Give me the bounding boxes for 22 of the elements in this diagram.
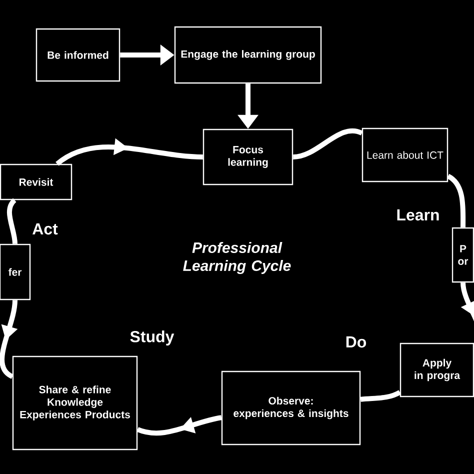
process-box: Share & refine Knowledge Experiences Products — [12, 356, 138, 450]
stage-label: Study — [130, 330, 174, 346]
process-box: Observe: experiences & insights — [221, 370, 361, 446]
process-box: Engage the learning group — [174, 26, 322, 84]
process-box: P or — [452, 227, 474, 283]
cycle-line — [7, 198, 18, 244]
stage-label: Act — [32, 223, 58, 235]
arrow — [136, 415, 222, 436]
process-box: Apply in progra — [400, 342, 474, 398]
cycle-title: Professional Learning Cycle — [183, 242, 291, 274]
process-box: Focus learning — [202, 128, 294, 186]
cycle-line — [292, 128, 363, 160]
process-box: Learn about ICT — [362, 128, 448, 182]
arrow — [0, 300, 18, 379]
stage-label: Learn — [397, 209, 439, 221]
cycle-line — [446, 174, 466, 228]
arrow — [56, 138, 203, 166]
process-box: Be informed — [36, 28, 120, 82]
process-box: Revisit — [0, 164, 72, 200]
process-box: fer — [0, 244, 31, 300]
cycle-line — [360, 390, 402, 402]
stage-label: Do — [346, 336, 366, 348]
